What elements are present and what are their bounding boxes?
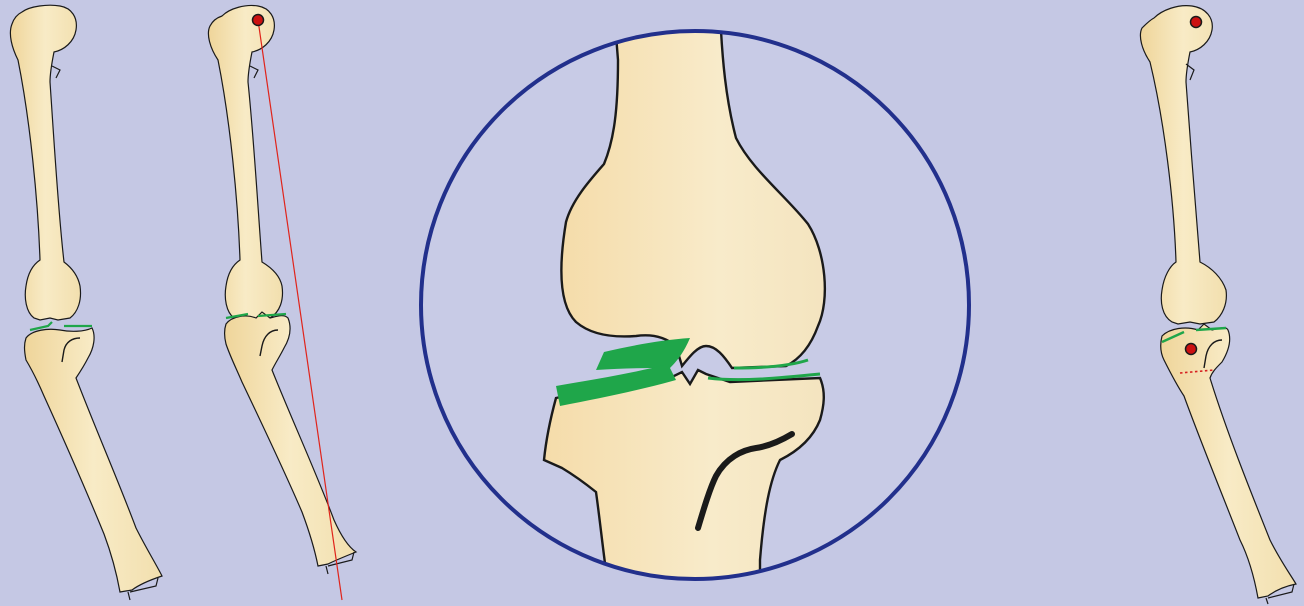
femur [208,5,282,320]
cartilage-line [30,322,92,330]
lesser-trochanter [250,66,258,78]
tibia [1161,324,1296,598]
femoral-head-marker [1191,17,1202,28]
knee-zoom-view [421,10,969,600]
leg-normal [10,5,162,600]
femoral-head-marker [253,15,264,26]
leg-corrected [1140,6,1296,604]
tibia [25,328,163,592]
femur [10,5,80,320]
lesser-trochanter [52,66,60,78]
tibial-plateau-marker [1186,344,1197,355]
tibia [225,312,357,566]
femur [1140,6,1226,324]
leg-with-axis [208,5,356,600]
